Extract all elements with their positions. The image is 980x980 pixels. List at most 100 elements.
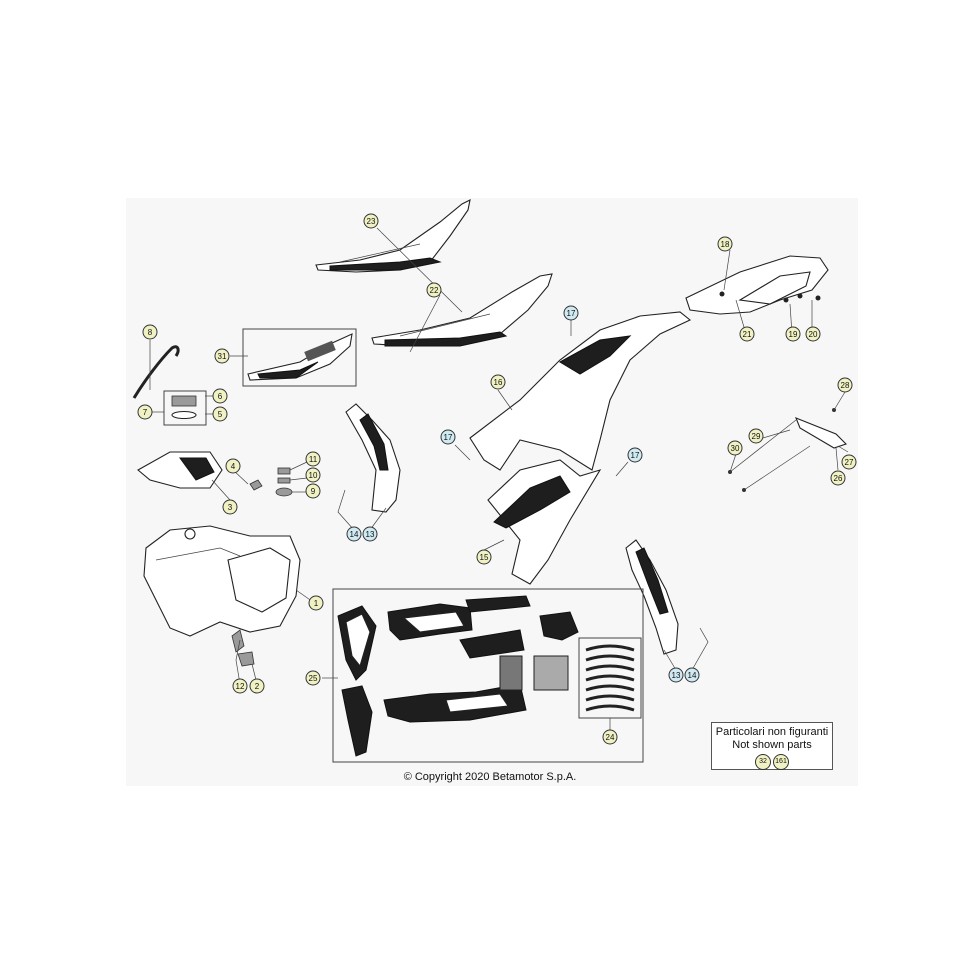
callout-label: 19 — [789, 330, 798, 339]
callout-11[interactable]: 11 — [305, 451, 321, 467]
callout-29[interactable]: 29 — [748, 428, 764, 444]
callout-label: 8 — [148, 328, 153, 337]
callout-circle — [346, 526, 362, 542]
callout-circle — [137, 404, 153, 420]
callout-16[interactable]: 16 — [490, 374, 506, 390]
callout-10[interactable]: 10 — [305, 467, 321, 483]
callout-label: 5 — [218, 410, 223, 419]
callout-8[interactable]: 8 — [142, 324, 158, 340]
callout-3[interactable]: 3 — [222, 499, 238, 515]
fuel-pump-3-drawing — [137, 451, 223, 489]
callout-12[interactable]: 12 — [232, 678, 248, 694]
rim-stickers-24-drawing — [585, 644, 635, 712]
callout-circle — [748, 428, 764, 444]
callout-circle — [214, 348, 230, 364]
decals-25-drawing — [337, 595, 579, 757]
callout-label: 17 — [631, 451, 640, 460]
side-panel-16-drawing — [469, 311, 692, 471]
callout-2[interactable]: 2 — [249, 678, 265, 694]
callout-26[interactable]: 26 — [830, 470, 846, 486]
callout-7[interactable]: 7 — [137, 404, 153, 420]
callout-4[interactable]: 4 — [225, 458, 241, 474]
callout-label: 22 — [430, 286, 439, 295]
callout-label: 12 — [236, 682, 245, 691]
callout-label: 3 — [228, 503, 233, 512]
callout-circle — [308, 595, 324, 611]
reflector-bracket-drawing — [728, 408, 848, 492]
callout-14[interactable]: 14 — [346, 526, 362, 542]
callout-6[interactable]: 6 — [212, 388, 228, 404]
callout-label: 16 — [494, 378, 503, 387]
callout-30[interactable]: 30 — [727, 440, 743, 456]
callout-circle — [739, 326, 755, 342]
callout-label: 10 — [309, 471, 318, 480]
callout-14[interactable]: 14 — [684, 667, 700, 683]
callout-15[interactable]: 15 — [476, 549, 492, 565]
callout-circle — [305, 451, 321, 467]
callout-1[interactable]: 1 — [308, 595, 324, 611]
legend-part-badge[interactable]: 32 — [755, 754, 771, 770]
frame-guard-left-drawing — [345, 403, 401, 513]
callout-label: 26 — [834, 474, 843, 483]
callout-21[interactable]: 21 — [739, 326, 755, 342]
callout-circle — [305, 467, 321, 483]
callout-label: 7 — [143, 408, 148, 417]
callout-circle — [225, 458, 241, 474]
callout-circle — [830, 470, 846, 486]
callout-circle — [426, 282, 442, 298]
callout-circle — [684, 667, 700, 683]
callout-circle — [563, 305, 579, 321]
callout-circle — [668, 667, 684, 683]
seat-22-drawing — [371, 273, 553, 347]
callout-label: 11 — [309, 455, 318, 464]
callout-label: 14 — [350, 530, 359, 539]
seat-cover-31-frame — [242, 328, 357, 387]
callout-24[interactable]: 24 — [602, 729, 618, 745]
callout-label: 9 — [311, 487, 316, 496]
callout-13[interactable]: 13 — [668, 667, 684, 683]
callout-17[interactable]: 17 — [440, 429, 456, 445]
callout-17[interactable]: 17 — [627, 447, 643, 463]
callout-circle — [841, 454, 857, 470]
grommet-9-drawing — [275, 487, 293, 497]
callout-label: 4 — [231, 462, 236, 471]
rear-fender-18-drawing — [685, 255, 829, 315]
callout-20[interactable]: 20 — [805, 326, 821, 342]
callout-circle — [490, 374, 506, 390]
callout-31[interactable]: 31 — [214, 348, 230, 364]
callout-27[interactable]: 27 — [841, 454, 857, 470]
callout-label: 24 — [606, 733, 615, 742]
callout-circle — [727, 440, 743, 456]
callout-label: 20 — [809, 330, 818, 339]
callout-circle — [440, 429, 456, 445]
legend-part-badge[interactable]: 161 — [773, 754, 789, 770]
copyright-notice: © Copyright 2020 Betamotor S.p.A. — [403, 771, 577, 783]
callout-label: 1 — [314, 599, 319, 608]
callout-label: 14 — [688, 671, 697, 680]
fuel-tap-12-drawing — [231, 629, 255, 667]
callout-circle — [785, 326, 801, 342]
callout-5[interactable]: 5 — [212, 406, 228, 422]
callout-9[interactable]: 9 — [305, 483, 321, 499]
callout-circle — [837, 377, 853, 393]
callout-19[interactable]: 19 — [785, 326, 801, 342]
callout-circle — [362, 526, 378, 542]
callout-label: 28 — [841, 381, 850, 390]
callout-28[interactable]: 28 — [837, 377, 853, 393]
fuel-tank-1-drawing — [143, 525, 301, 637]
callout-circle — [222, 499, 238, 515]
callout-circle — [305, 483, 321, 499]
callout-13[interactable]: 13 — [362, 526, 378, 542]
callout-17[interactable]: 17 — [563, 305, 579, 321]
callout-18[interactable]: 18 — [717, 236, 733, 252]
callout-label: 30 — [731, 444, 740, 453]
fitting-4-drawing — [249, 479, 263, 491]
frame-guard-right-drawing — [625, 539, 679, 655]
callout-25[interactable]: 25 — [305, 670, 321, 686]
callout-23[interactable]: 23 — [363, 213, 379, 229]
legend-part-numbers: 32 161 — [712, 754, 832, 770]
hose-8-drawing — [132, 345, 180, 399]
callout-22[interactable]: 22 — [426, 282, 442, 298]
callout-label: 29 — [752, 432, 761, 441]
